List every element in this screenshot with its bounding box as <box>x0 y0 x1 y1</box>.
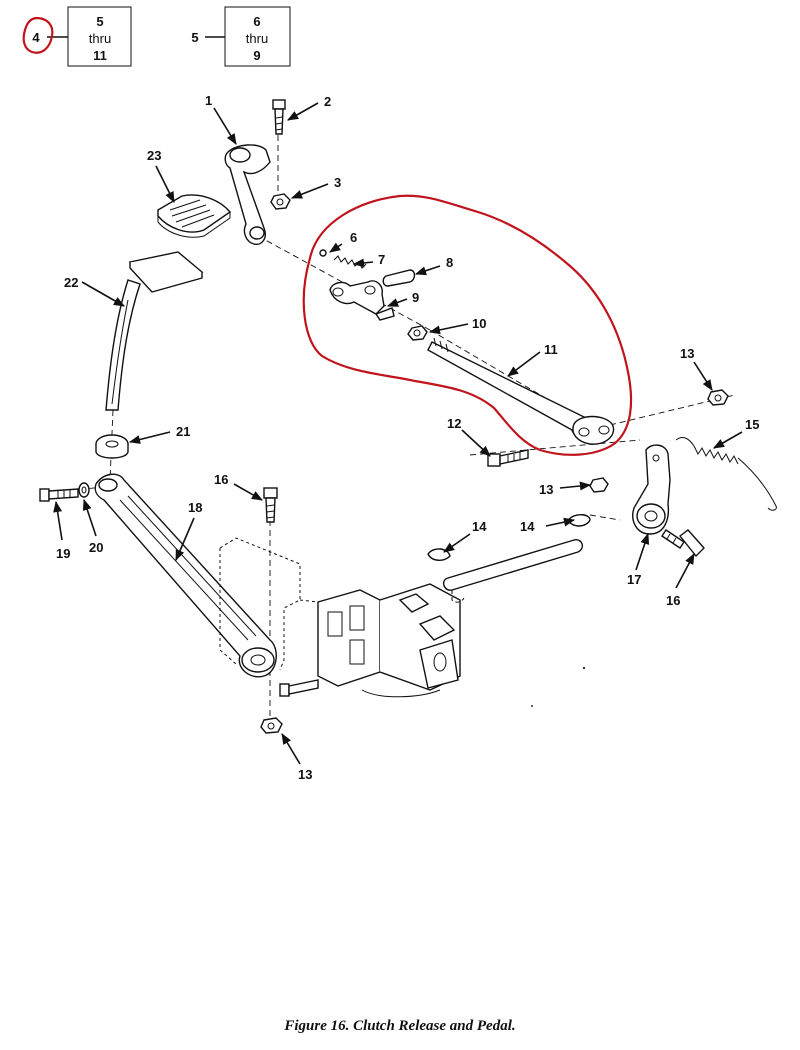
callout-21: 21 <box>176 424 190 439</box>
legend-a-to: 11 <box>93 48 107 63</box>
callout-3: 3 <box>334 175 341 190</box>
callout-23: 23 <box>147 148 161 163</box>
callout-2: 2 <box>324 94 331 109</box>
legend-b-from: 6 <box>253 14 260 29</box>
callout-13-mid-right: 13 <box>539 482 553 497</box>
callout-8: 8 <box>446 255 453 270</box>
callout-7: 7 <box>378 252 385 267</box>
callout-13-upper-right: 13 <box>680 346 694 361</box>
callout-16-left: 16 <box>214 472 228 487</box>
callout-15: 15 <box>745 417 759 432</box>
nut-13-lower <box>260 717 283 734</box>
callout-16-right: 16 <box>666 593 680 608</box>
bolt-16-vertical <box>263 487 278 523</box>
speck <box>582 666 586 670</box>
release-lever <box>224 144 271 245</box>
callout-1: 1 <box>205 93 212 108</box>
return-spring <box>675 437 777 511</box>
legend-a-ref: 4 <box>32 30 40 45</box>
pedal <box>105 251 204 411</box>
leader-arrows <box>53 102 743 765</box>
callout-9: 9 <box>412 290 419 305</box>
bolt-16-right <box>661 529 705 558</box>
bolt-2 <box>272 99 286 135</box>
callout-19: 19 <box>56 546 70 561</box>
cross-shaft <box>442 539 584 603</box>
callout-10: 10 <box>472 316 486 331</box>
speck <box>531 705 533 707</box>
bolt-19 <box>39 488 79 502</box>
callout-14-left: 14 <box>472 519 487 534</box>
linkage-assembly <box>302 194 633 456</box>
callout-12: 12 <box>447 416 461 431</box>
callout-11: 11 <box>544 342 558 357</box>
callout-6: 6 <box>350 230 357 245</box>
pedal-arm <box>94 473 277 678</box>
legend-group-b: 6 thru 9 5 <box>191 6 291 67</box>
legend-b-ref: 5 <box>191 30 198 45</box>
callout-13-lower: 13 <box>298 767 312 782</box>
callout-17: 17 <box>627 572 641 587</box>
nut-3 <box>270 193 291 210</box>
legend-b-thru: thru <box>246 31 268 46</box>
bolt-lower-horizontal <box>279 679 319 697</box>
legend-a-thru: thru <box>89 31 111 46</box>
highlight-circle <box>22 16 54 54</box>
washer-20 <box>78 482 90 498</box>
pedal-pad <box>157 194 232 238</box>
spacer-21 <box>95 434 129 459</box>
callout-20: 20 <box>89 540 103 555</box>
legend-b-to: 9 <box>253 48 260 63</box>
bolt-12 <box>487 449 529 467</box>
legend-a-from: 5 <box>96 14 103 29</box>
figure-caption: Figure 16. Clutch Release and Pedal. <box>284 1018 516 1034</box>
legend-group-a: 5 thru 11 4 <box>22 6 132 67</box>
callout-labels: 1 2 3 6 7 8 9 10 11 12 13 13 13 14 14 15… <box>56 93 759 782</box>
callout-14-right: 14 <box>520 519 535 534</box>
shaft-lever <box>632 444 671 535</box>
callout-18: 18 <box>188 500 202 515</box>
mounting-bracket <box>219 537 461 698</box>
linkage-highlight-outline <box>302 194 633 456</box>
nut-13-upper-right <box>707 389 729 406</box>
nut-13-mid-right <box>589 477 609 493</box>
callout-22: 22 <box>64 275 78 290</box>
